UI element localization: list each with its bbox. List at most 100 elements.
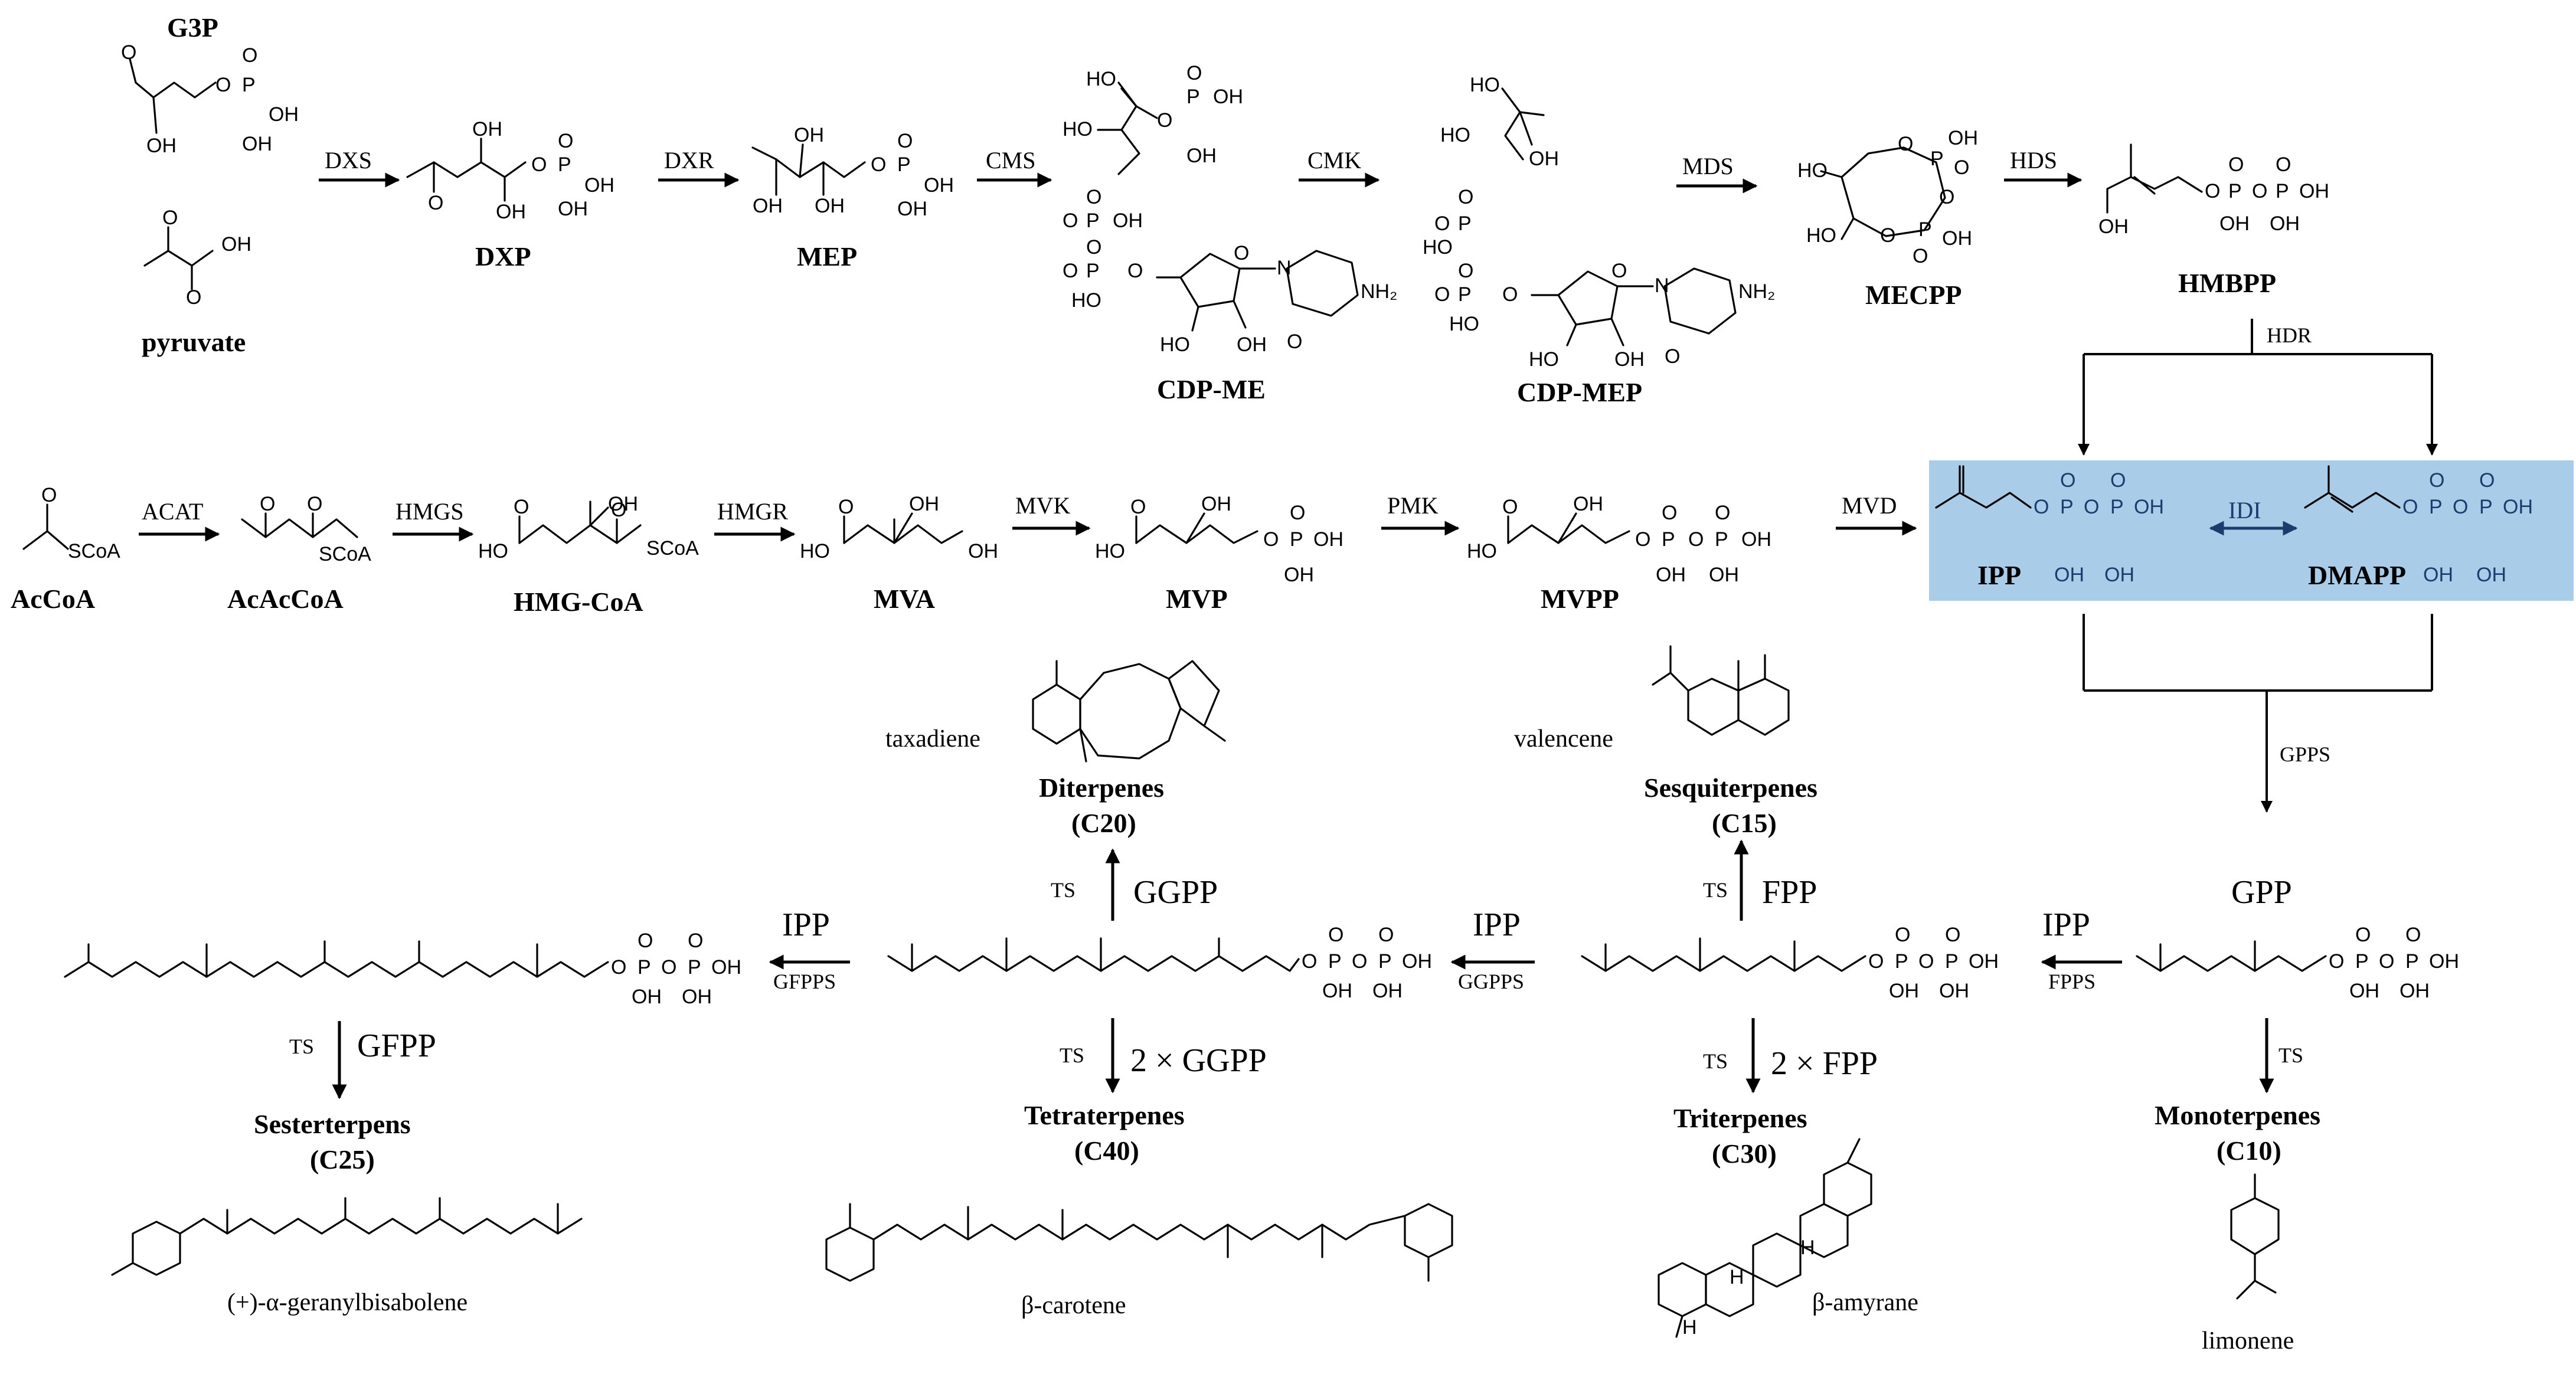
amyrane-h-1: H [1800, 1236, 1815, 1259]
svg-text:HO: HO [1423, 236, 1453, 259]
gpps-label: GPPS [2280, 742, 2330, 766]
svg-text:HO: HO [1063, 118, 1093, 140]
svg-text:P: P [897, 153, 911, 176]
svg-text:HO: HO [1470, 74, 1500, 96]
svg-text:O: O [1458, 186, 1473, 208]
svg-text:O: O [688, 930, 703, 952]
svg-text:O: O [1234, 242, 1249, 264]
svg-text:O: O [307, 493, 322, 515]
geranylbisabolene-structure [111, 1197, 583, 1276]
svg-text:OH: OH [1709, 564, 1739, 586]
amyrane-h-3: H [1682, 1316, 1697, 1339]
triterpenes-c-label: (C30) [1712, 1139, 1777, 1169]
svg-text:OH: OH [2134, 496, 2164, 518]
svg-text:P: P [1945, 950, 1959, 973]
ts-sesqui-label: TS [1703, 878, 1728, 902]
svg-text:O: O [1662, 502, 1677, 524]
mvk-label: MVK [1015, 492, 1070, 519]
two-ggpp-label: 2 × GGPP [1130, 1042, 1267, 1079]
cms-label: CMS [986, 147, 1036, 174]
svg-text:HO: HO [1797, 159, 1828, 182]
dmapp-label: DMAPP [2308, 560, 2406, 590]
svg-text:P: P [1930, 148, 1944, 170]
dmapp-structure: O P O O P O OH OH OH [2304, 465, 2533, 586]
taxadiene-structure [1032, 660, 1226, 763]
ipp-to-ggpp-label: IPP [1473, 907, 1521, 943]
mecpp-label: MECPP [1865, 280, 1962, 310]
svg-text:O: O [1127, 260, 1143, 282]
svg-text:O: O [2228, 153, 2244, 176]
svg-text:OH: OH [794, 124, 824, 146]
svg-text:O: O [1945, 924, 1960, 946]
gpp-structure: O P O O P O OH OH OH [2136, 924, 2459, 1002]
ts-sester-label: TS [289, 1035, 314, 1058]
mvp-label: MVP [1166, 584, 1228, 614]
svg-text:OH: OH [1372, 980, 1403, 1002]
tetraterpenes-label: Tetraterpenes [1024, 1100, 1185, 1130]
svg-text:O: O [1063, 210, 1078, 232]
svg-text:HO: HO [1529, 348, 1559, 371]
svg-text:O: O [514, 496, 529, 518]
svg-text:P: P [2429, 496, 2443, 518]
svg-text:O: O [428, 192, 443, 214]
ggpp-structure: O P O O P O OH OH OH [887, 924, 1432, 1002]
svg-text:O: O [2110, 469, 2126, 492]
svg-text:OH: OH [711, 956, 741, 979]
svg-text:OH: OH [909, 493, 939, 515]
mep-pathway: G3P OH O O P OH OH O O OH O pyruvate DXS [121, 12, 2438, 456]
two-fpp-label: 2 × FPP [1771, 1045, 1878, 1082]
svg-text:OH: OH [2104, 564, 2134, 586]
svg-text:O: O [1895, 924, 1910, 946]
mecpp-structure: HO HO O P OH O O P OH O O [1797, 127, 1978, 267]
g3p-label: G3P [167, 12, 218, 42]
svg-text:OH: OH [1237, 333, 1267, 356]
fpp-label: FPP [1762, 874, 1817, 911]
svg-text:OH: OH [584, 174, 614, 197]
svg-text:HO: HO [1449, 313, 1479, 335]
accoa-structure: O SCoA [22, 484, 120, 562]
svg-text:O: O [186, 286, 201, 309]
svg-text:HO: HO [1160, 333, 1190, 356]
svg-text:O: O [1458, 260, 1473, 282]
svg-text:SCoA: SCoA [319, 543, 371, 565]
svg-text:O: O [1290, 502, 1305, 524]
svg-text:OH: OH [2503, 496, 2533, 518]
svg-text:P: P [2110, 496, 2124, 518]
svg-text:P: P [1458, 212, 1472, 235]
sesquiterpenes-label: Sesquiterpenes [1644, 773, 1817, 803]
svg-text:O: O [1502, 283, 1518, 306]
svg-text:O: O [242, 44, 257, 67]
svg-text:P: P [242, 74, 256, 96]
svg-text:P: P [1895, 950, 1908, 973]
beta-amyrane-label: β-amyrane [1812, 1289, 1918, 1316]
svg-text:O: O [41, 484, 57, 506]
svg-text:OH: OH [1313, 528, 1343, 551]
hmgr-label: HMGR [717, 498, 788, 525]
fpp-structure: O P O O P O OH OH OH [1581, 924, 1999, 1002]
cdp-me-structure: HO HO O P OH O OH O O P OH O O P HO O O … [1063, 62, 1397, 356]
svg-text:OH: OH [1614, 348, 1645, 371]
pyruvate-label: pyruvate [142, 327, 246, 357]
svg-text:OH: OH [496, 201, 526, 223]
svg-text:OH: OH [632, 986, 662, 1008]
svg-text:O: O [1352, 950, 1367, 973]
acaccoa-structure: O O SCoA [241, 493, 371, 565]
svg-text:OH: OH [242, 133, 272, 155]
svg-text:O: O [1086, 186, 1101, 208]
svg-text:OH: OH [2349, 980, 2379, 1002]
hmbpp-label: HMBPP [2178, 268, 2276, 298]
svg-text:NH₂: NH₂ [1361, 280, 1397, 303]
acat-label: ACAT [142, 498, 203, 525]
svg-text:OH: OH [1889, 980, 1919, 1002]
svg-text:O: O [1880, 224, 1895, 247]
beta-amyrane-structure [1658, 1138, 1872, 1338]
svg-text:OH: OH [608, 493, 638, 515]
ipp-to-gfpp-label: IPP [782, 907, 830, 943]
svg-text:O: O [2276, 153, 2291, 176]
svg-text:P: P [1715, 528, 1728, 551]
svg-text:O: O [1434, 212, 1450, 235]
limonene-label: limonene [2202, 1327, 2294, 1355]
svg-text:OH: OH [558, 198, 588, 220]
svg-text:OH: OH [2400, 980, 2430, 1002]
dxp-label: DXP [475, 241, 531, 271]
